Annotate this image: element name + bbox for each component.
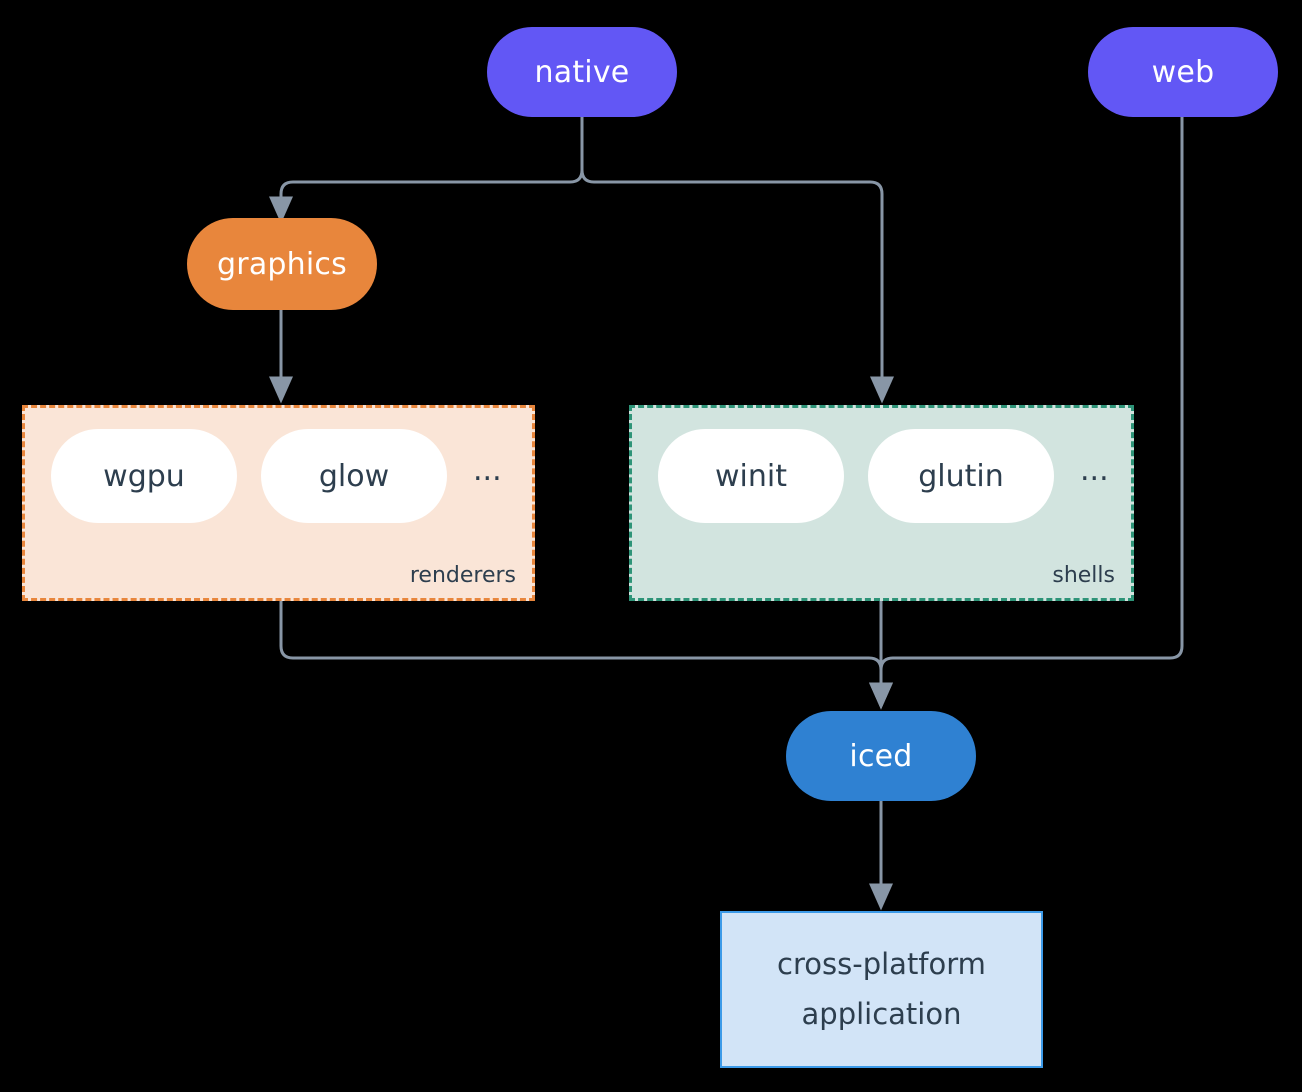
- edge-renderers-to-iced: [279, 601, 893, 710]
- group-shells-label: shells: [1052, 563, 1115, 588]
- node-web[interactable]: web: [1088, 27, 1278, 117]
- node-native[interactable]: native: [487, 27, 677, 117]
- chip-wgpu[interactable]: wgpu: [51, 429, 237, 523]
- chip-winit-label: winit: [715, 458, 787, 494]
- shells-overflow-ellipsis: ...: [1080, 453, 1109, 488]
- group-renderers: wgpu glow ... renderers: [22, 405, 535, 601]
- node-web-label: web: [1151, 54, 1215, 90]
- group-renderers-label: renderers: [409, 563, 516, 588]
- node-iced[interactable]: iced: [786, 711, 976, 801]
- renderers-overflow-ellipsis: ...: [473, 453, 502, 488]
- node-iced-label: iced: [849, 738, 913, 774]
- group-renderers-items: wgpu glow ...: [25, 429, 532, 523]
- chip-wgpu-label: wgpu: [103, 458, 185, 494]
- group-shells-items: winit glutin ...: [632, 429, 1131, 523]
- application-label-line2: application: [801, 996, 962, 1031]
- edge-native-to-shells: [580, 117, 894, 404]
- group-shells: winit glutin ... shells: [629, 405, 1134, 601]
- node-cross-platform-application[interactable]: cross-platform application: [720, 911, 1043, 1068]
- chip-glow-label: glow: [318, 458, 390, 494]
- edge-native-to-graphics: [269, 117, 584, 224]
- chip-winit[interactable]: winit: [658, 429, 844, 523]
- chip-glutin[interactable]: glutin: [868, 429, 1054, 523]
- node-graphics[interactable]: graphics: [187, 218, 377, 310]
- application-label-line1: cross-platform: [777, 946, 986, 981]
- chip-glutin-label: glutin: [918, 458, 1004, 494]
- chip-glow[interactable]: glow: [261, 429, 447, 523]
- node-graphics-label: graphics: [217, 246, 347, 282]
- node-native-label: native: [534, 54, 630, 90]
